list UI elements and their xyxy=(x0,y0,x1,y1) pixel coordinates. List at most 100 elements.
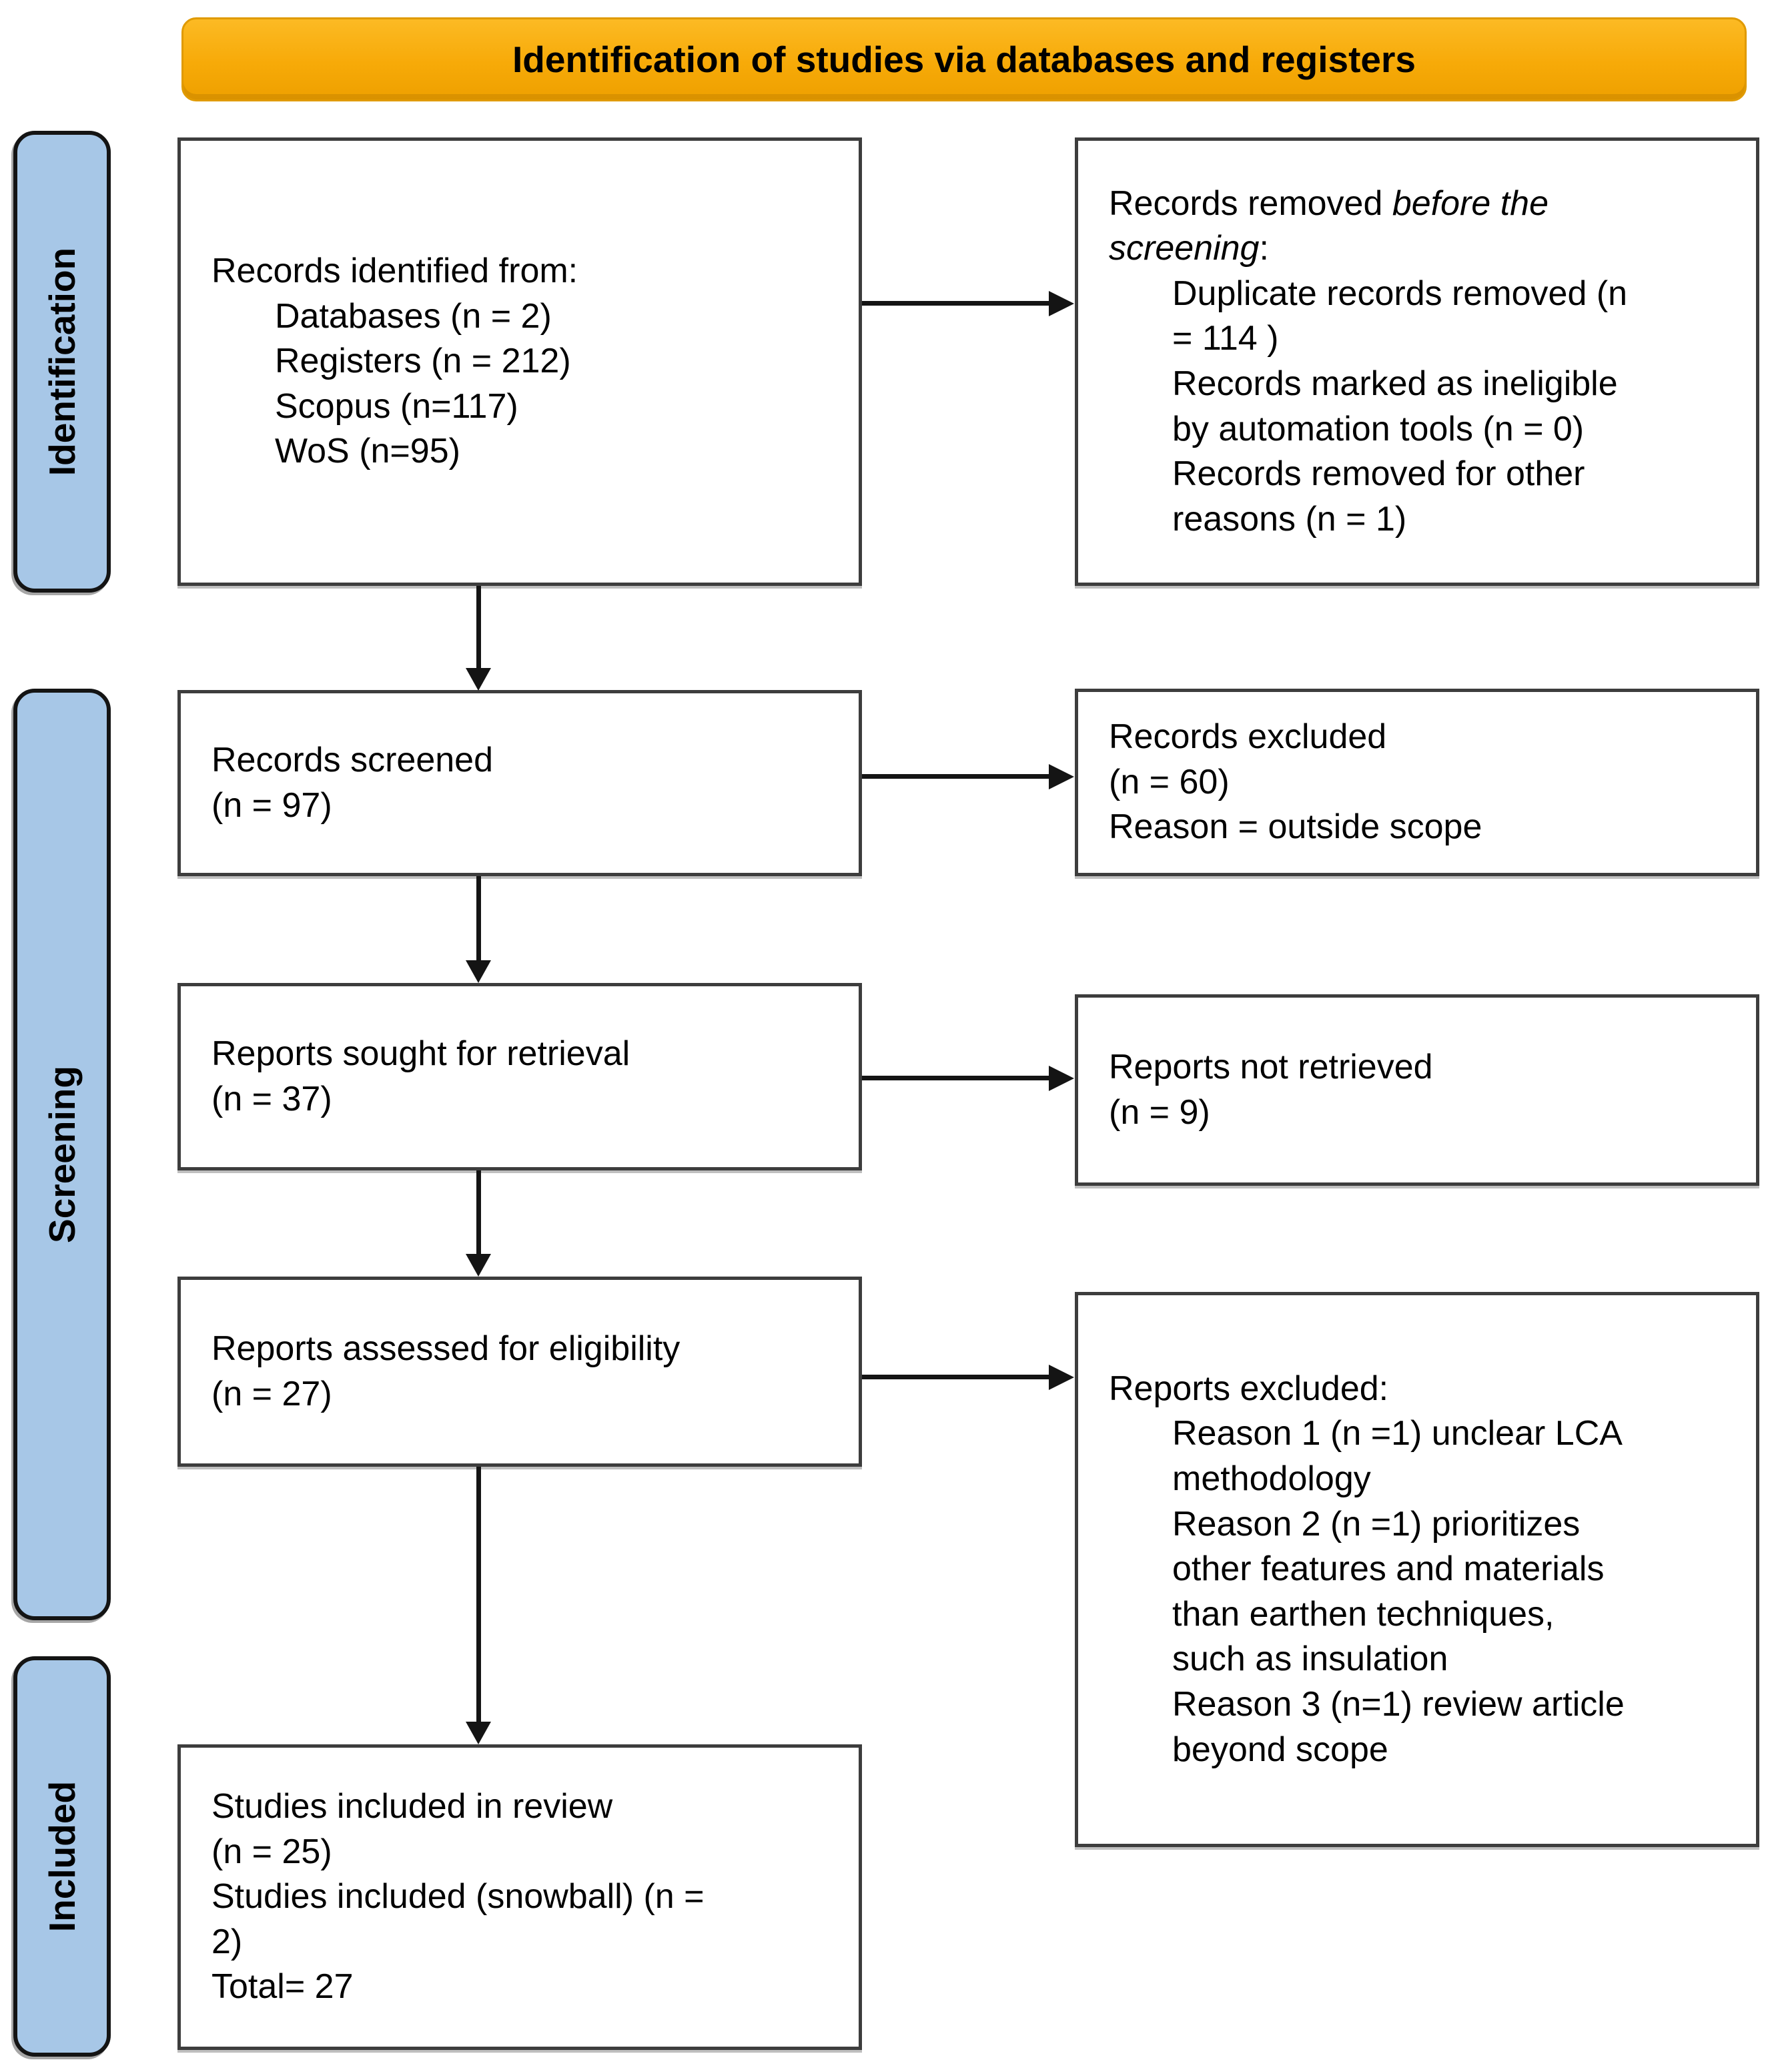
text-segment: Scopus (n=117) xyxy=(275,386,518,426)
text-line: Total= 27 xyxy=(211,1965,828,2010)
arrowhead-right-icon xyxy=(1049,764,1074,789)
box-records-identified: Records identified from: Databases (n = 2… xyxy=(177,137,862,586)
text-line: Reason = outside scope xyxy=(1109,805,1725,850)
text-segment: = 114 ) xyxy=(1172,319,1279,358)
text-line: Studies included in review xyxy=(211,1784,828,1830)
arrowhead-right-icon xyxy=(1049,291,1074,316)
box-studies-included: Studies included in review(n = 25) Studie… xyxy=(177,1744,862,2050)
text-segment: Records removed for other xyxy=(1172,454,1585,494)
text-segment: Studies included (snowball) (n = xyxy=(211,1877,705,1917)
text-segment: before the xyxy=(1392,184,1549,223)
arrowhead-down-icon xyxy=(466,1254,491,1277)
text-line: methodology xyxy=(1109,1457,1725,1502)
text-segment: Databases (n = 2) xyxy=(275,296,552,336)
text-line: = 114 ) xyxy=(1109,316,1725,362)
box-reports-sought: Reports sought for retrieval (n = 37) xyxy=(177,983,862,1170)
text-segment: by automation tools (n = 0) xyxy=(1172,409,1585,448)
text-segment: Total= 27 xyxy=(211,1967,354,2007)
text-segment: (n = 37) xyxy=(211,1079,332,1118)
text-segment: Reports not retrieved xyxy=(1109,1047,1433,1086)
text-segment: Reason 2 (n =1) prioritizes xyxy=(1172,1504,1581,1543)
text-segment: than earthen techniques, xyxy=(1172,1594,1555,1634)
text-segment: (n = 9) xyxy=(1109,1092,1210,1132)
text-line: (n = 60) xyxy=(1109,760,1725,805)
text-segment: Reason = outside scope xyxy=(1109,807,1482,847)
text-line: (n = 97) xyxy=(211,783,828,829)
text-segment: Records removed xyxy=(1109,184,1392,223)
arrow-line xyxy=(862,774,1050,779)
arrow-line xyxy=(476,876,481,963)
text-segment: Reports sought for retrieval xyxy=(211,1034,630,1073)
text-line: WoS (n=95) xyxy=(211,429,828,474)
text-line: Reason 1 (n =1) unclear LCA xyxy=(1109,1411,1725,1457)
text-line: (n = 37) xyxy=(211,1077,828,1122)
text-segment: 2) xyxy=(211,1922,243,1961)
diagram-title: Identification of studies via databases … xyxy=(512,39,1416,80)
text-segment: Reports excluded: xyxy=(1109,1369,1389,1408)
text-line: Records identified from: xyxy=(211,249,828,294)
text-line: Records excluded xyxy=(1109,715,1725,760)
text-segment: : xyxy=(1259,229,1269,268)
text-line: Reports not retrieved xyxy=(1109,1045,1725,1090)
text-segment: Reason 3 (n=1) review article xyxy=(1172,1684,1625,1724)
text-line: Reports sought for retrieval xyxy=(211,1032,828,1077)
arrow-line xyxy=(862,1375,1050,1379)
stage-label-identification: Identification xyxy=(13,131,111,593)
text-line: screening: xyxy=(1109,226,1725,272)
arrowhead-right-icon xyxy=(1049,1066,1074,1091)
text-segment: (n = 25) xyxy=(211,1832,332,1871)
text-line: Reason 3 (n=1) review article xyxy=(1109,1682,1725,1728)
text-line: by automation tools (n = 0) xyxy=(1109,407,1725,452)
text-segment: Registers (n = 212) xyxy=(275,342,571,381)
arrowhead-down-icon xyxy=(466,668,491,691)
text-segment: (n = 27) xyxy=(211,1374,332,1413)
arrowhead-down-icon xyxy=(466,960,491,983)
text-segment: Records screened xyxy=(211,740,493,779)
text-line: Records screened xyxy=(211,738,828,783)
text-line: than earthen techniques, xyxy=(1109,1592,1725,1638)
text-line: Studies included (snowball) (n = xyxy=(211,1874,828,1920)
text-line: Registers (n = 212) xyxy=(211,339,828,384)
text-line: Scopus (n=117) xyxy=(211,384,828,430)
text-line: reasons (n = 1) xyxy=(1109,497,1725,543)
text-line: (n = 9) xyxy=(1109,1090,1725,1136)
text-line: Reports assessed for eligibility xyxy=(211,1327,828,1372)
arrow-line xyxy=(476,1170,481,1257)
text-line: Databases (n = 2) xyxy=(211,294,828,340)
text-segment: Records identified from: xyxy=(211,252,578,291)
text-line: such as insulation xyxy=(1109,1637,1725,1682)
text-line: Records marked as ineligible xyxy=(1109,362,1725,407)
text-line: Records removed for other xyxy=(1109,452,1725,497)
arrow-line xyxy=(476,586,481,671)
text-line: 2) xyxy=(211,1920,828,1965)
stage-label-included-text: Included xyxy=(41,1780,83,1933)
arrowhead-down-icon xyxy=(466,1722,491,1744)
text-segment: such as insulation xyxy=(1172,1640,1448,1679)
arrow-line xyxy=(476,1467,481,1724)
stage-label-screening: Screening xyxy=(13,689,111,1620)
stage-label-included: Included xyxy=(13,1656,111,2057)
arrow-line xyxy=(862,1076,1050,1080)
text-segment: (n = 60) xyxy=(1109,762,1230,801)
text-segment: WoS (n=95) xyxy=(275,432,460,471)
text-segment: Reason 1 (n =1) unclear LCA xyxy=(1172,1414,1623,1453)
text-line: (n = 27) xyxy=(211,1372,828,1417)
box-records-excluded: Records excluded(n = 60) Reason = outside… xyxy=(1075,689,1759,876)
text-segment: beyond scope xyxy=(1172,1730,1388,1769)
text-segment: Reports assessed for eligibility xyxy=(211,1329,681,1368)
stage-label-screening-text: Screening xyxy=(41,1066,83,1243)
text-line: other features and materials xyxy=(1109,1547,1725,1592)
text-segment: other features and materials xyxy=(1172,1549,1605,1589)
arrow-line xyxy=(862,301,1050,306)
box-reports-assessed: Reports assessed for eligibility (n = 27) xyxy=(177,1277,862,1467)
text-line: Duplicate records removed (n xyxy=(1109,272,1725,317)
text-line: Reason 2 (n =1) prioritizes xyxy=(1109,1502,1725,1547)
box-reports-not-retrieved: Reports not retrieved (n = 9) xyxy=(1075,994,1759,1186)
box-records-screened: Records screened (n = 97) xyxy=(177,690,862,876)
text-line: Reports excluded: xyxy=(1109,1367,1725,1412)
text-line: (n = 25) xyxy=(211,1830,828,1875)
arrowhead-right-icon xyxy=(1049,1365,1074,1390)
text-line: Records removed before the xyxy=(1109,182,1725,227)
